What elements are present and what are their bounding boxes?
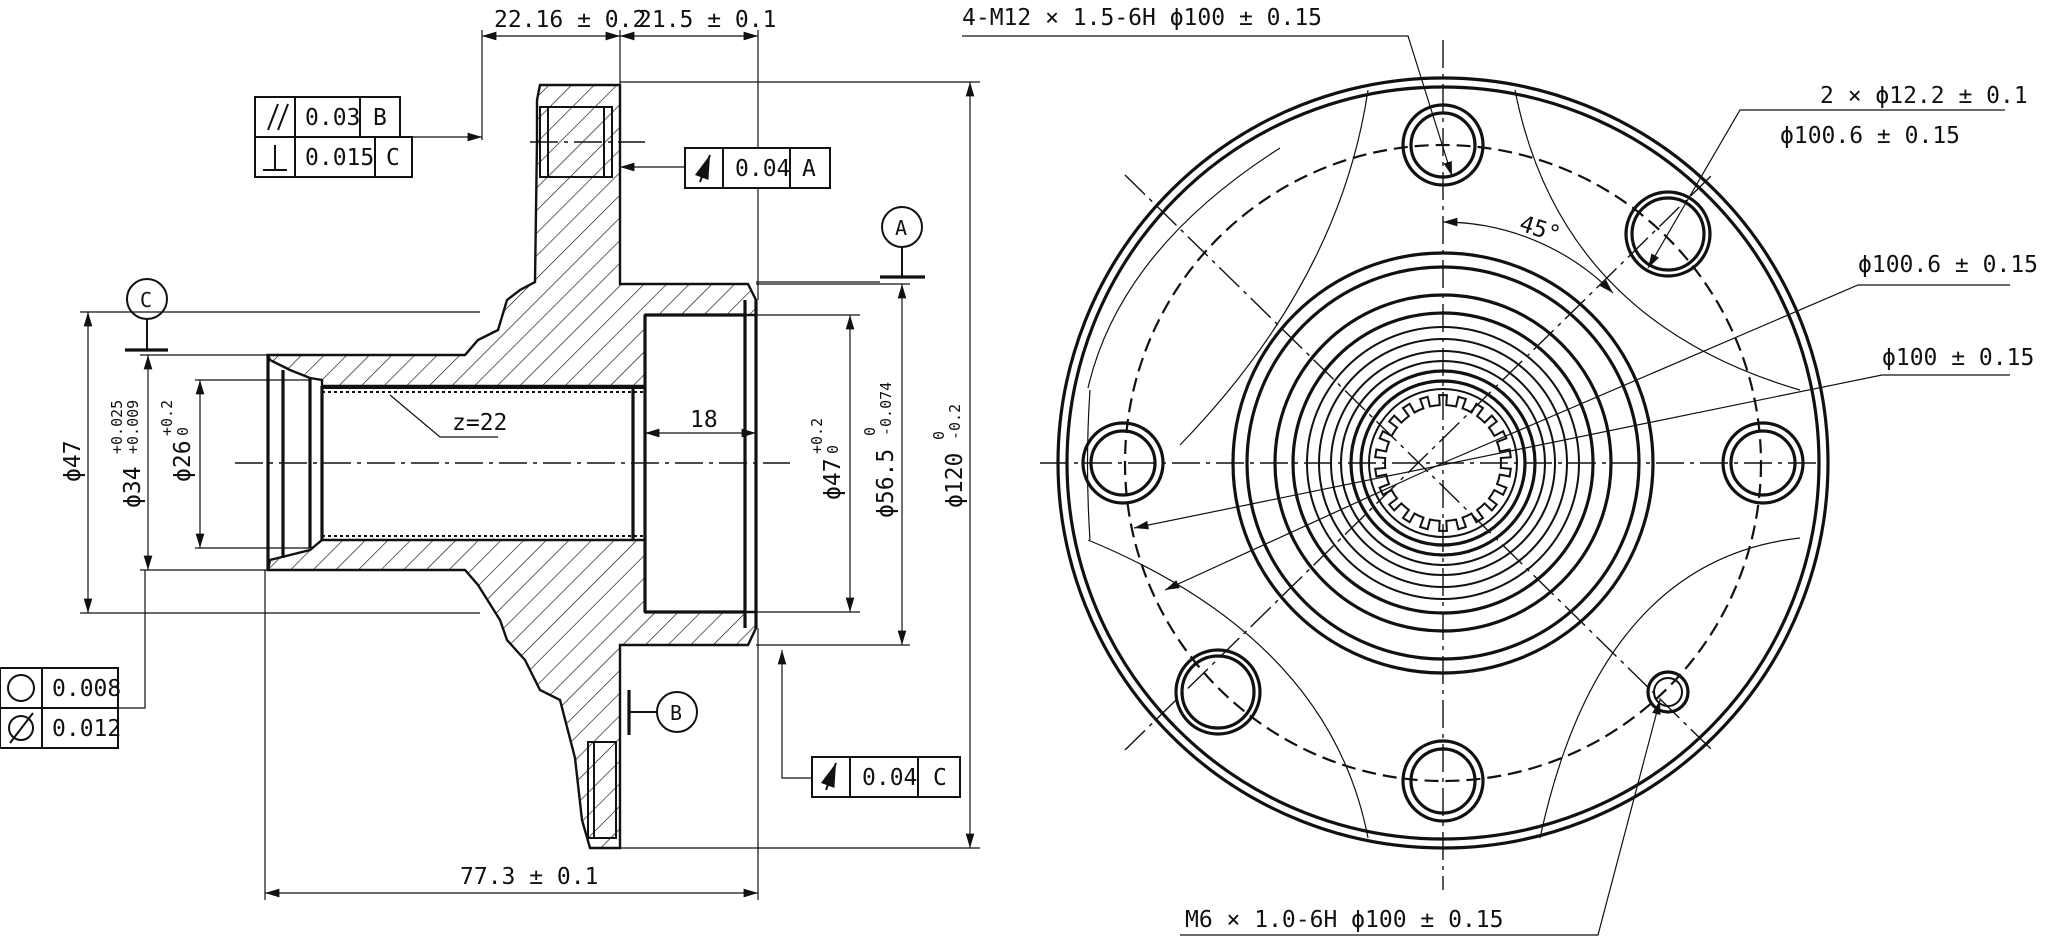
dim-d26-lower: 0 xyxy=(174,427,192,436)
dim-d120: ϕ120 xyxy=(942,453,968,508)
pin-hole-lower-left xyxy=(1174,648,1262,736)
note-small-thread: M6 × 1.0-6H ϕ100 ± 0.15 xyxy=(1185,907,1504,933)
pin-hole-upper-right xyxy=(1624,190,1712,278)
small-thread-hole xyxy=(1646,670,1690,714)
thread-hole-right xyxy=(1721,421,1805,505)
section-body-upper xyxy=(266,83,758,388)
svg-text:C: C xyxy=(933,765,947,791)
angle-label: 45° xyxy=(1516,211,1564,249)
thread-hole-top xyxy=(1401,103,1485,187)
dim-d56-upper: 0 xyxy=(861,427,879,436)
dim-top-right: 21.5 ± 0.1 xyxy=(638,7,776,33)
dim-d47: ϕ47 xyxy=(60,440,86,482)
svg-text:0.03: 0.03 xyxy=(305,105,360,131)
section-view: 22.16 ± 0.2 21.5 ± 0.1 77.3 ± 0.1 18 z=2… xyxy=(0,7,980,900)
svg-text:C: C xyxy=(386,145,400,171)
note-thread-holes: 4-M12 × 1.5-6H ϕ100 ± 0.15 xyxy=(962,5,1322,31)
front-view: 45° 4-M12 × 1.5-6H ϕ100 ± 0.15 2 × ϕ12.2… xyxy=(962,5,2038,936)
section-body-lower xyxy=(266,538,758,850)
dim-d26: ϕ26 xyxy=(170,440,196,482)
dim-d120-lower: -0.2 xyxy=(946,404,964,440)
svg-text:0.04: 0.04 xyxy=(862,765,917,791)
dim-d34-upper: +0.025 xyxy=(108,400,126,454)
fcf-form: 0.008 0.012 xyxy=(0,667,121,749)
dim-bottom: 77.3 ± 0.1 xyxy=(460,864,598,890)
svg-text:C: C xyxy=(140,288,152,312)
dim-d120-upper: 0 xyxy=(930,431,948,440)
dim-d47b-lower: 0 xyxy=(824,445,842,454)
dim-d47b-upper: +0.2 xyxy=(808,418,826,454)
dim-d56: ϕ56.5 xyxy=(873,449,899,518)
dim-d47b: ϕ47 xyxy=(820,458,846,500)
svg-text:0.008: 0.008 xyxy=(52,676,121,702)
note-pin-pcd: ϕ100.6 ± 0.15 xyxy=(1780,123,1960,149)
svg-text:B: B xyxy=(373,105,387,131)
dim-d26-upper: +0.2 xyxy=(158,400,176,436)
note-pcd-a: ϕ100.6 ± 0.15 xyxy=(1858,252,2038,278)
thread-hole-bottom xyxy=(1401,739,1485,823)
dim-top-left: 22.16 ± 0.2 xyxy=(494,7,646,33)
dim-d34-lower: +0.009 xyxy=(124,400,142,454)
fcf-runout-a: 0.04 A xyxy=(684,147,831,189)
thread-hole-left xyxy=(1081,421,1165,505)
note-pin-holes: 2 × ϕ12.2 ± 0.1 xyxy=(1820,83,2028,109)
svg-text:0.012: 0.012 xyxy=(52,716,121,742)
svg-text:A: A xyxy=(802,156,816,182)
datum-c: C xyxy=(125,278,168,352)
dim-d34: ϕ34 xyxy=(120,466,146,508)
fcf-flange: 0.03 B 0.015 C xyxy=(254,96,413,178)
svg-text:0.015: 0.015 xyxy=(305,145,374,171)
datum-b: B xyxy=(627,690,698,735)
svg-text:B: B xyxy=(670,701,682,725)
dim-bore-depth: 18 xyxy=(690,407,718,433)
svg-text:A: A xyxy=(895,216,907,240)
note-pcd-b: ϕ100 ± 0.15 xyxy=(1882,345,2034,371)
spline-label: z=22 xyxy=(452,410,507,436)
svg-text:0.04: 0.04 xyxy=(735,156,790,182)
fcf-runout-c: 0.04 C xyxy=(811,756,961,798)
datum-a: A xyxy=(880,206,925,279)
dim-d56-lower: -0.074 xyxy=(877,382,895,436)
